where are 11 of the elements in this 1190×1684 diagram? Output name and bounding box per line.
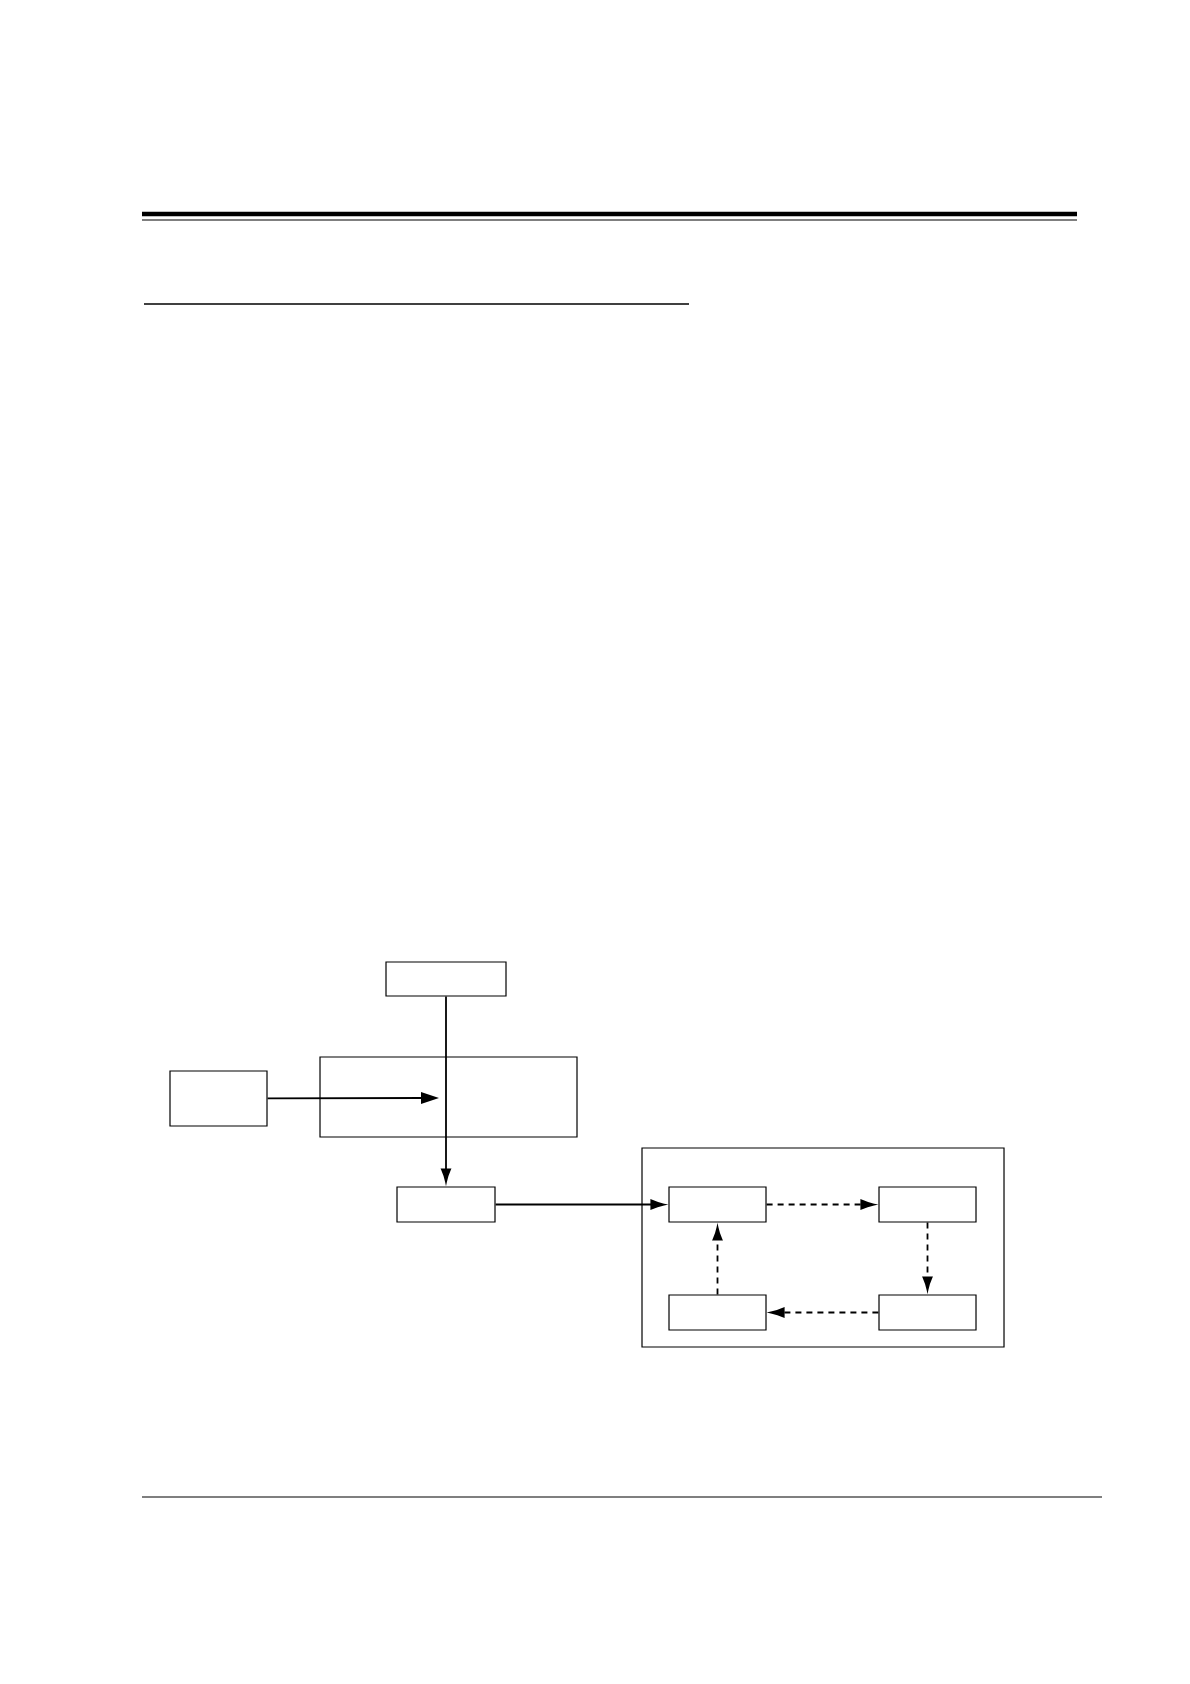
empty-box bbox=[641, 1147, 1005, 1348]
empty-box bbox=[385, 961, 507, 997]
empty-box bbox=[668, 1186, 767, 1223]
empty-box bbox=[396, 1186, 496, 1223]
empty-box bbox=[878, 1186, 977, 1223]
empty-box bbox=[878, 1294, 977, 1331]
empty-box bbox=[668, 1294, 767, 1331]
arrow bbox=[266, 1092, 439, 1104]
empty-box bbox=[169, 1070, 268, 1127]
empty-box bbox=[319, 1056, 578, 1138]
arrow bbox=[441, 1097, 451, 1183]
